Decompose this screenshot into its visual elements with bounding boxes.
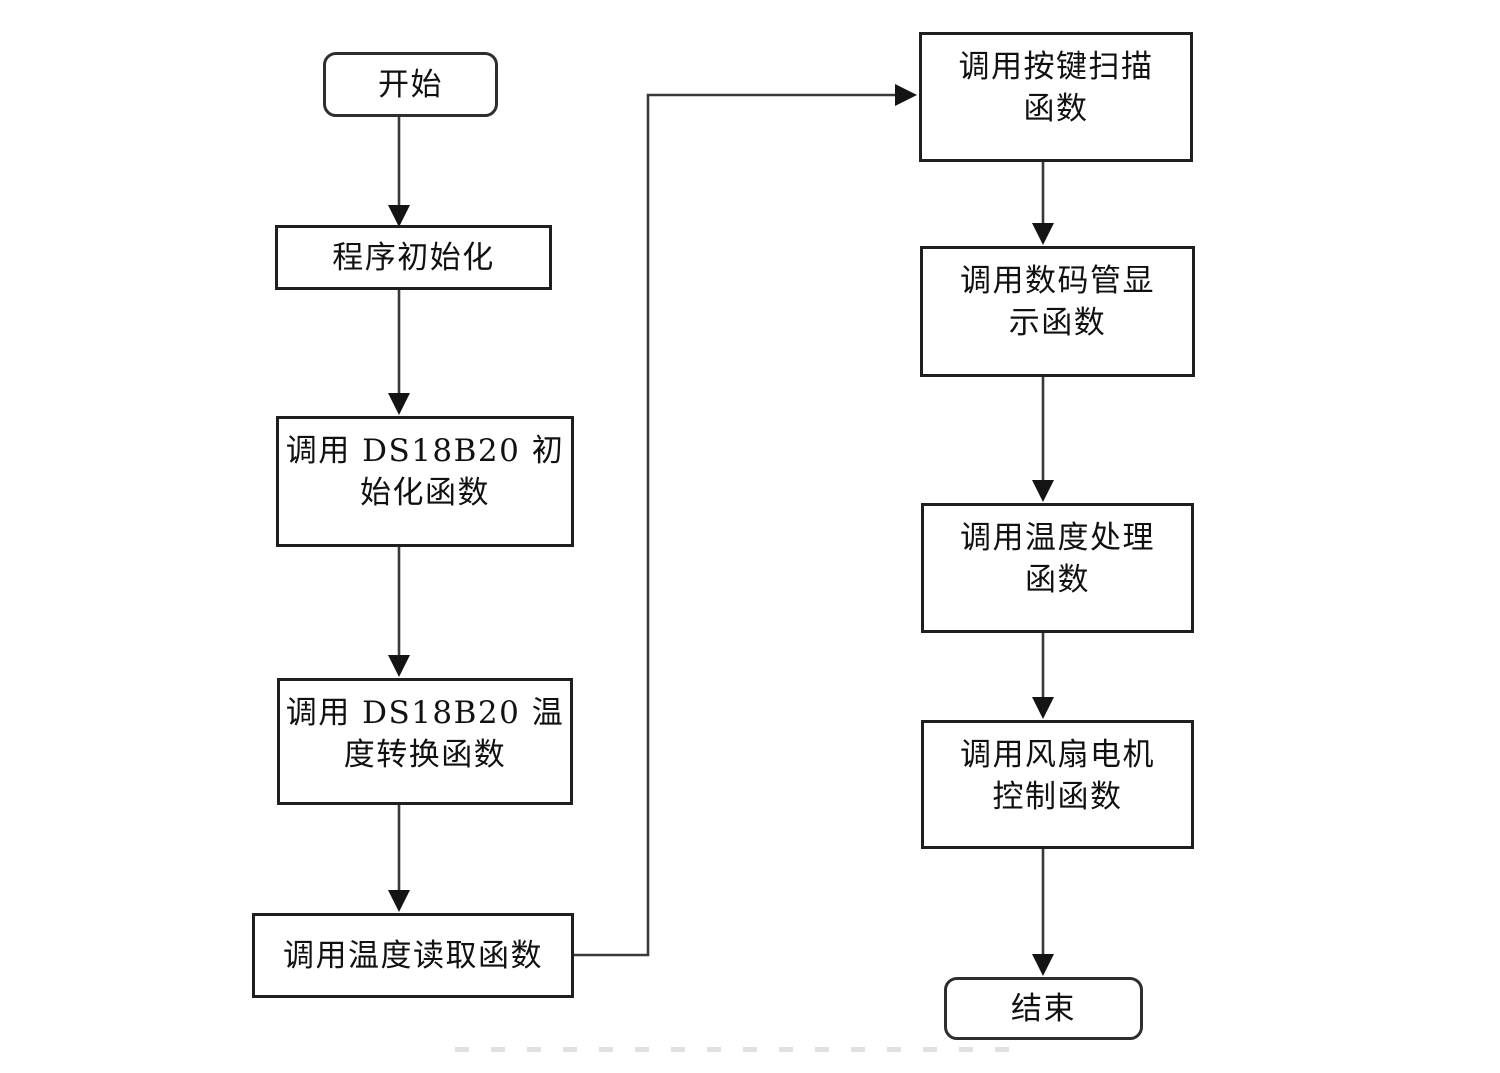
node-start: 开始 xyxy=(323,52,498,117)
node-fan-control-label: 调用风扇电机 控制函数 xyxy=(960,737,1155,815)
edge-seg-display-to-temp-process xyxy=(1032,377,1054,502)
node-key-scan: 调用按键扫描 函数 xyxy=(919,32,1193,162)
node-prog-init: 程序初始化 xyxy=(275,225,552,290)
node-ds18b20-convert-label: 调用 DS18B20 温 度转换函数 xyxy=(285,695,565,773)
node-fan-control: 调用风扇电机 控制函数 xyxy=(921,720,1194,849)
node-temp-process-label: 调用温度处理 函数 xyxy=(960,520,1155,598)
edge-ds18b20-convert-to-temp-read xyxy=(388,805,410,912)
edge-prog-init-to-ds18b20-init xyxy=(388,290,410,415)
edge-temp-process-to-fan-control xyxy=(1032,633,1054,719)
node-temp-process: 调用温度处理 函数 xyxy=(921,503,1194,633)
edge-fan-control-to-end xyxy=(1032,849,1054,976)
node-seg-display: 调用数码管显 示函数 xyxy=(920,246,1195,377)
edge-temp-read-to-key-scan xyxy=(574,84,917,957)
node-ds18b20-init: 调用 DS18B20 初 始化函数 xyxy=(276,416,574,547)
cropped-caption-remnant xyxy=(455,1047,1015,1052)
edge-start-to-prog-init xyxy=(388,117,410,227)
node-end: 结束 xyxy=(944,977,1143,1040)
node-seg-display-label: 调用数码管显 示函数 xyxy=(960,263,1155,341)
edge-ds18b20-init-to-ds18b20-convert xyxy=(388,547,410,677)
node-ds18b20-init-label: 调用 DS18B20 初 始化函数 xyxy=(285,433,565,511)
node-prog-init-label: 程序初始化 xyxy=(332,239,495,276)
edge-key-scan-to-seg-display xyxy=(1032,162,1054,245)
node-key-scan-label: 调用按键扫描 函数 xyxy=(958,49,1154,127)
node-temp-read-label: 调用温度读取函数 xyxy=(283,937,543,974)
node-end-label: 结束 xyxy=(1011,990,1076,1027)
node-temp-read: 调用温度读取函数 xyxy=(252,913,574,998)
node-start-label: 开始 xyxy=(378,66,443,103)
node-ds18b20-convert: 调用 DS18B20 温 度转换函数 xyxy=(277,678,573,805)
